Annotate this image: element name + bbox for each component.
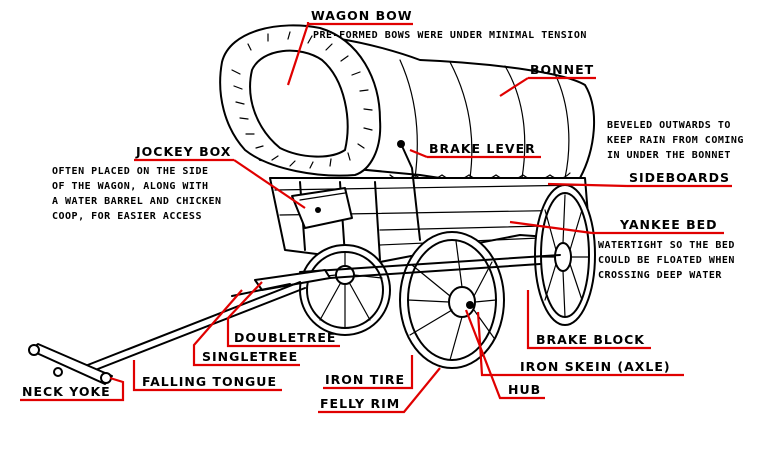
- note-yankee-bed-line1: WATERTIGHT SO THE BED: [598, 240, 735, 251]
- note-jockey-box-line3: A WATER BARREL AND CHICKEN: [52, 196, 222, 207]
- note-yankee-bed-line3: CROSSING DEEP WATER: [598, 270, 722, 281]
- label-iron-skein: IRON SKEIN (AXLE): [520, 359, 671, 374]
- leader-lines: [109, 22, 628, 414]
- wagon-illustration: [28, 24, 596, 385]
- label-hub: HUB: [508, 382, 541, 397]
- label-brake-block: BRAKE BLOCK: [536, 332, 645, 347]
- bonnet-canvas: [219, 24, 595, 181]
- note-sideboards-line1: BEVELED OUTWARDS TO: [607, 120, 731, 131]
- label-singletree: SINGLETREE: [202, 349, 298, 364]
- leader-bonnet: [499, 77, 529, 97]
- note-jockey-box-line1: OFTEN PLACED ON THE SIDE: [52, 166, 209, 177]
- leader-doubletree: [226, 281, 263, 348]
- leader-brake-lever: [409, 148, 428, 159]
- label-bonnet: BONNET: [530, 62, 594, 77]
- note-jockey-box-line2: OF THE WAGON, ALONG WITH: [52, 181, 209, 192]
- leader-neck-yoke: [109, 376, 125, 402]
- leader-sideboards: [547, 182, 628, 188]
- note-sideboards-line2: KEEP RAIN FROM COMING: [607, 135, 744, 146]
- jockey-box-drawing: [291, 187, 353, 229]
- label-iron-tire: IRON TIRE: [325, 372, 405, 387]
- leader-brake-block: [526, 290, 530, 350]
- note-jockey-box-line4: COOP, FOR EASIER ACCESS: [52, 211, 202, 222]
- label-doubletree: DOUBLETREE: [234, 330, 336, 345]
- label-falling-tongue: FALLING TONGUE: [142, 374, 277, 389]
- leader-hub: [464, 309, 502, 400]
- note-yankee-bed-line2: COULD BE FLOATED WHEN: [598, 255, 735, 266]
- rear-left-wheel: [299, 244, 391, 336]
- leader-singletree: [192, 289, 243, 367]
- label-jockey-box: JOCKEY BOX: [135, 144, 231, 159]
- label-felly-rim: FELLY RIM: [320, 396, 400, 411]
- title-underlines: [20, 22, 732, 414]
- label-wagon-bow: WAGON BOW: [311, 8, 413, 23]
- leader-falling-tongue: [132, 360, 140, 392]
- leader-yankee-bed: [509, 220, 593, 235]
- brake-lever-drawing: [397, 140, 421, 241]
- label-yankee-bed: YANKEE BED: [619, 217, 718, 232]
- leader-felly-rim: [400, 367, 441, 414]
- label-sideboards: SIDEBOARDS: [629, 170, 730, 185]
- note-sideboards-line3: IN UNDER THE BONNET: [607, 150, 731, 161]
- rear-wheel: [534, 184, 596, 326]
- labels: WAGON BOW PRE-FORMED BOWS WERE UNDER MIN…: [22, 8, 744, 411]
- running-gear: [28, 254, 561, 385]
- leader-iron-tire: [409, 355, 414, 390]
- label-neck-yoke: NECK YOKE: [22, 384, 111, 399]
- leader-iron-skein: [476, 311, 512, 377]
- leader-jockey-box: [233, 159, 306, 209]
- note-wagon-bow: PRE-FORMED BOWS WERE UNDER MINIMAL TENSI…: [313, 30, 587, 41]
- front-wheel: [399, 231, 505, 369]
- label-brake-lever: BRAKE LEVER: [429, 141, 536, 156]
